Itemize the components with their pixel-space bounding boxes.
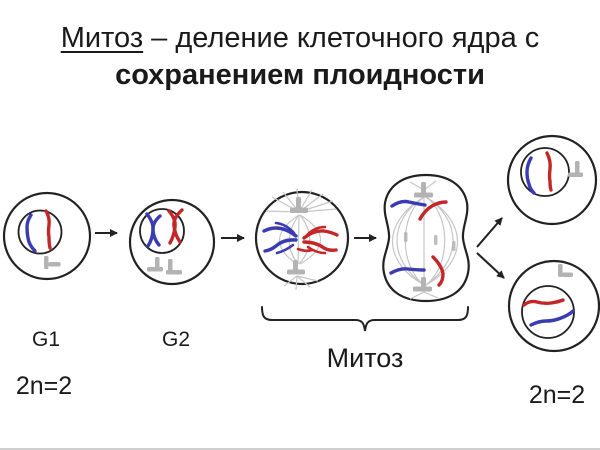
- label-ploidy-left: 2n=2: [16, 372, 72, 400]
- chromosome-red-bottom-icon: [431, 255, 445, 287]
- chromosome-blue-metaphase-icon: [262, 221, 298, 255]
- label-g2: G2: [162, 328, 190, 351]
- slide-bottom-edge: [0, 448, 600, 450]
- daughter-cell-bottom: [507, 259, 600, 353]
- kinetochore-marks: [404, 232, 456, 251]
- label-g1: G1: [32, 328, 60, 351]
- chromosome-red-icon: [44, 209, 52, 250]
- nucleus: [520, 147, 570, 197]
- chromosome-blue-icon: [25, 213, 37, 253]
- chromosome-red-duplicated-icon: [167, 208, 184, 245]
- mitosis-bracket: [261, 306, 469, 332]
- label-mitosis: Митоз: [327, 343, 404, 373]
- title-line2: сохранением плоидности: [115, 59, 485, 91]
- centrosome-top-icon: [414, 182, 433, 198]
- nucleus: [139, 208, 185, 254]
- cell-g1: [2, 191, 92, 281]
- arrow-up-icon: [476, 217, 503, 248]
- centrosome-bottom-icon: [287, 260, 305, 275]
- slide-title: Митоз – деление клеточного ядра с сохран…: [0, 20, 600, 94]
- centrosome-pair-icon: [147, 257, 182, 275]
- cell-g2: [128, 198, 216, 286]
- title-line1-rest: – деление клеточного ядра с: [143, 22, 540, 54]
- centrosome-icon: [44, 256, 61, 269]
- centrosome-bottom-icon: [413, 277, 432, 292]
- nucleus: [17, 209, 63, 255]
- arrow-down-icon: [476, 252, 505, 279]
- label-ploidy-right: 2n=2: [529, 381, 585, 409]
- cell-membrane: [2, 191, 92, 281]
- chromosome-red-icon: [522, 298, 565, 307]
- cell-metaphase: [254, 188, 350, 291]
- cell-anaphase: [382, 173, 470, 303]
- centrosome-top-icon: [290, 197, 308, 213]
- chromosome-blue-duplicated-icon: [145, 212, 162, 248]
- centrosome-icon: [568, 161, 583, 177]
- title-keyword: Митоз: [60, 22, 144, 54]
- cell-membrane: [507, 259, 600, 353]
- spindle-fibers: [391, 180, 459, 300]
- chromosome-blue-icon: [525, 156, 536, 195]
- chromosome-red-metaphase-icon: [296, 225, 339, 255]
- cell-membrane: [254, 190, 350, 286]
- chromosome-blue-top-icon: [390, 199, 427, 208]
- centrosome-icon: [558, 264, 573, 277]
- title-line1: Митоз – деление клеточного ядра с: [0, 20, 600, 57]
- daughter-cell-top: [506, 134, 598, 226]
- chromosome-blue-bottom-icon: [389, 267, 426, 275]
- chromosome-blue-icon: [529, 309, 575, 327]
- chromosome-red-icon: [545, 151, 553, 192]
- chromosome-red-top-icon: [418, 200, 448, 221]
